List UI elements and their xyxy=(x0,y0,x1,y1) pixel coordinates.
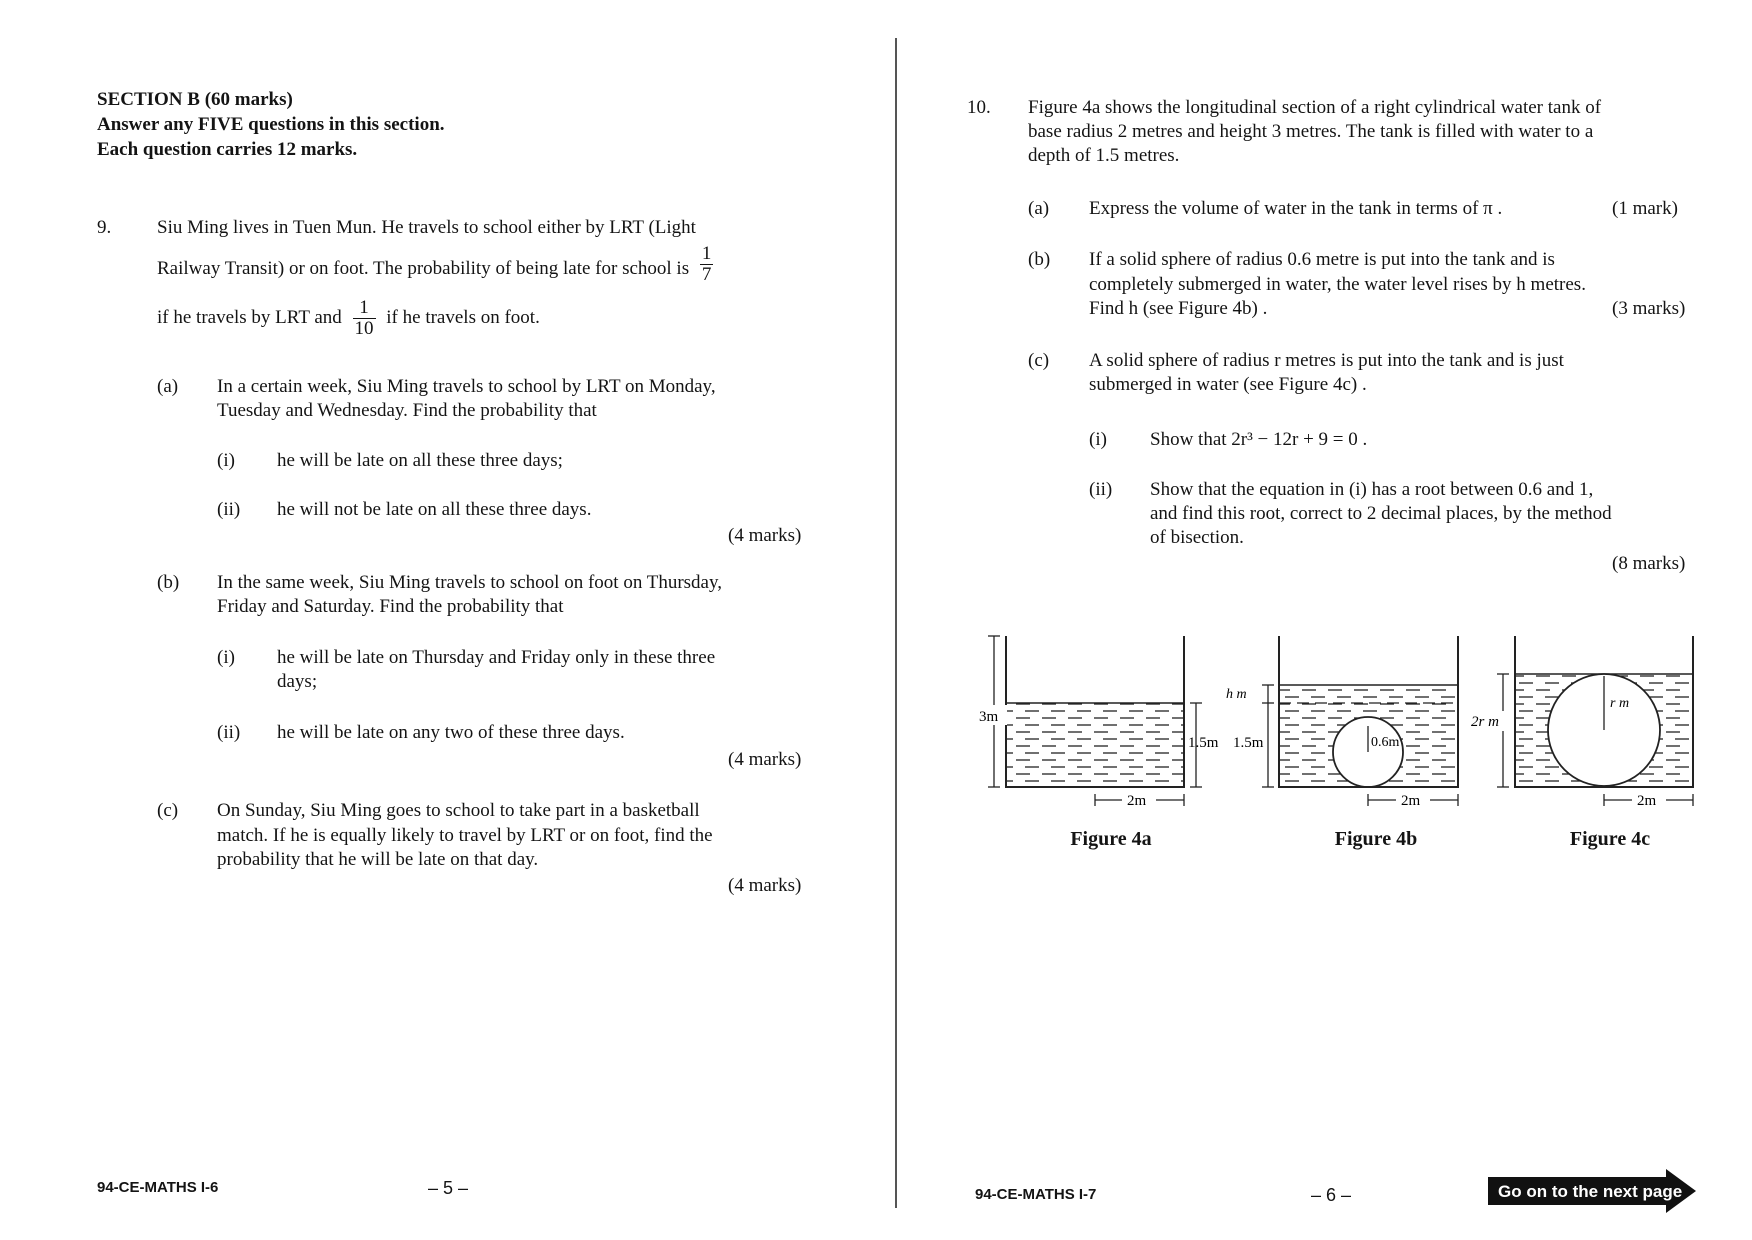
q9a-line-2: Tuesday and Wednesday. Find the probabil… xyxy=(217,400,597,421)
fig4c-tank-outline xyxy=(1514,636,1694,788)
right-footer-code: 94-CE-MATHS I-7 xyxy=(975,1186,1097,1203)
figure-4a: 3m 1.5m 2m xyxy=(977,635,1219,809)
q9c-line-1: On Sunday, Siu Ming goes to school to ta… xyxy=(217,800,700,821)
fig4c-height-label: 2r m xyxy=(1471,714,1499,730)
left-footer-code: 94-CE-MATHS I-6 xyxy=(97,1179,219,1196)
q9-line-2-text: Railway Transit) or on foot. The probabi… xyxy=(157,257,690,279)
label-backdrop xyxy=(1122,791,1156,809)
fig4c-caption: Figure 4c xyxy=(1569,828,1651,850)
label-backdrop xyxy=(1632,791,1666,809)
q9a-ii-label: (ii) xyxy=(217,499,241,520)
next-page-arrow-body xyxy=(1488,1177,1668,1205)
label-backdrop xyxy=(1470,711,1512,731)
q9c-label: (c) xyxy=(157,800,179,821)
right-page-number: – 6 – xyxy=(1311,1185,1352,1205)
q9c-line-3: probability that he will be late on that… xyxy=(217,849,539,870)
q9b-label: (b) xyxy=(157,572,180,593)
q9c-line-2: match. If he is equally likely to travel… xyxy=(217,825,713,846)
q10c-ii-line-2: and find this root, correct to 2 decimal… xyxy=(1150,503,1612,524)
q9a-marks: (4 marks) xyxy=(728,525,802,546)
q9b-line-2: Friday and Saturday. Find the probabilit… xyxy=(217,596,564,617)
q10b-label: (b) xyxy=(1028,249,1051,270)
fig4a-caption: Figure 4a xyxy=(1070,828,1152,850)
fig4a-height-label: 3m xyxy=(979,709,999,725)
q9a-i-label: (i) xyxy=(217,450,235,471)
fraction-denominator: 10 xyxy=(354,317,374,339)
arrow-right-icon xyxy=(1666,1169,1696,1213)
q10c-ii-line-1: Show that the equation in (i) has a root… xyxy=(1150,479,1594,500)
q9-line-3: if he travels by LRT and 1 10 if he trav… xyxy=(157,298,540,339)
q10a-label: (a) xyxy=(1028,198,1050,219)
fig4a-depth-label: 1.5m xyxy=(1188,735,1219,751)
fig4b-rise-label: h m xyxy=(1226,687,1247,702)
q9-line-2: Railway Transit) or on foot. The probabi… xyxy=(157,244,719,285)
q10b-marks: (3 marks) xyxy=(1612,298,1686,319)
fig4b-caption: Figure 4b xyxy=(1334,828,1418,850)
fraction-one-seventh: 1 7 xyxy=(699,243,714,285)
q9b-marks: (4 marks) xyxy=(728,749,802,770)
q10c-ii-label: (ii) xyxy=(1089,479,1113,500)
q9-line-3a: if he travels by LRT and xyxy=(157,306,342,328)
q10a-marks: (1 mark) xyxy=(1612,198,1678,219)
fig4b-tank-outline xyxy=(1278,636,1459,788)
q9b-ii-text: he will be late on any two of these thre… xyxy=(277,722,625,743)
fig4c-sphere-label: r m xyxy=(1610,696,1629,711)
q10c-line-2: submerged in water (see Figure 4c) . xyxy=(1089,374,1367,395)
q10c-i-text: Show that 2r³ − 12r + 9 = 0 . xyxy=(1150,429,1368,450)
label-backdrop xyxy=(1396,791,1430,809)
figure-4c: 2r m r m 2m xyxy=(1470,636,1694,809)
q9-line-1: Siu Ming lives in Tuen Mun. He travels t… xyxy=(157,217,696,238)
fraction-denominator: 7 xyxy=(701,263,712,285)
q9b-ii-label: (ii) xyxy=(217,722,241,743)
section-instruction-1: Answer any FIVE questions in this sectio… xyxy=(97,114,445,135)
q9b-i-line-2: days; xyxy=(277,671,318,692)
q9b-line-1: In the same week, Siu Ming travels to sc… xyxy=(217,572,723,593)
q9-line-3b: if he travels on foot. xyxy=(386,306,540,328)
fig4b-sphere-label: 0.6m xyxy=(1371,735,1400,750)
fig4a-radius-label: 2m xyxy=(1127,793,1147,809)
q10c-line-1: A solid sphere of radius r metres is put… xyxy=(1089,350,1564,371)
fig4c-radius-label: 2m xyxy=(1637,793,1657,809)
fig4a-water xyxy=(1006,703,1184,787)
left-page-number: – 5 – xyxy=(428,1178,469,1198)
q10-line-1: Figure 4a shows the longitudinal section… xyxy=(1028,97,1602,118)
q10c-ii-line-3: of bisection. xyxy=(1150,527,1244,548)
q10b-line-2: completely submerged in water, the water… xyxy=(1089,274,1586,295)
page-fold-line xyxy=(895,38,897,1208)
q9-number: 9. xyxy=(97,217,112,238)
q9c-marks: (4 marks) xyxy=(728,875,802,896)
fig4b-depth-label: 1.5m xyxy=(1233,735,1264,751)
q10c-i-label: (i) xyxy=(1089,429,1107,450)
fraction-one-tenth: 1 10 xyxy=(352,298,376,339)
q9b-i-line-1: he will be late on Thursday and Friday o… xyxy=(277,647,716,668)
label-backdrop xyxy=(977,705,1007,725)
fraction-numerator: 1 xyxy=(699,243,714,265)
q10b-line-1: If a solid sphere of radius 0.6 metre is… xyxy=(1089,249,1555,270)
section-instruction-2: Each question carries 12 marks. xyxy=(97,139,358,160)
q9a-label: (a) xyxy=(157,376,179,397)
q9a-ii-text: he will not be late on all these three d… xyxy=(277,499,592,520)
q9a-line-1: In a certain week, Siu Ming travels to s… xyxy=(217,376,716,397)
q10a-text: Express the volume of water in the tank … xyxy=(1089,198,1503,219)
section-title: SECTION B (60 marks) xyxy=(97,89,293,110)
q10-number: 10. xyxy=(967,97,991,118)
fraction-numerator: 1 xyxy=(352,298,376,319)
fig4b-radius-label: 2m xyxy=(1401,793,1421,809)
q10-line-3: depth of 1.5 metres. xyxy=(1028,145,1180,166)
q9b-i-label: (i) xyxy=(217,647,235,668)
figure-4b: h m 1.5m 0.6m 2m xyxy=(1226,636,1459,809)
q9a-i-text: he will be late on all these three days; xyxy=(277,450,563,471)
next-page-label: Go on to the next page xyxy=(1498,1182,1683,1201)
q10c-label: (c) xyxy=(1028,350,1050,371)
q10-line-2: base radius 2 metres and height 3 metres… xyxy=(1028,121,1594,142)
next-page-arrow: Go on to the next page xyxy=(1488,1169,1698,1213)
q10c-marks: (8 marks) xyxy=(1612,553,1686,574)
q10b-line-3: Find h (see Figure 4b) . xyxy=(1089,298,1268,319)
